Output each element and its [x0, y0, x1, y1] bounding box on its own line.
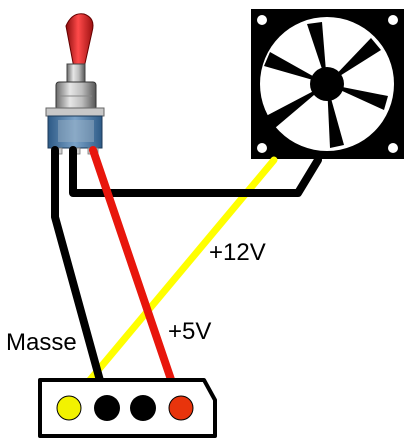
connector-pin-red	[168, 395, 194, 421]
wire-ground	[51, 146, 111, 410]
connector-pin-yellow	[56, 395, 82, 421]
label-5v: +5V	[168, 318, 212, 345]
label-12v: +12V	[209, 239, 266, 266]
wire-5v	[89, 146, 184, 410]
wire-12v	[65, 156, 278, 409]
label-ground: Masse	[6, 329, 77, 356]
wires	[51, 146, 322, 410]
molex-connector-icon	[38, 378, 217, 438]
connector-pin-black-1	[94, 395, 120, 421]
toggle-switch-icon	[45, 13, 105, 155]
connector-pin-black-2	[130, 395, 156, 421]
computer-fan-icon	[251, 9, 404, 159]
wire-switch-fan	[69, 146, 322, 197]
